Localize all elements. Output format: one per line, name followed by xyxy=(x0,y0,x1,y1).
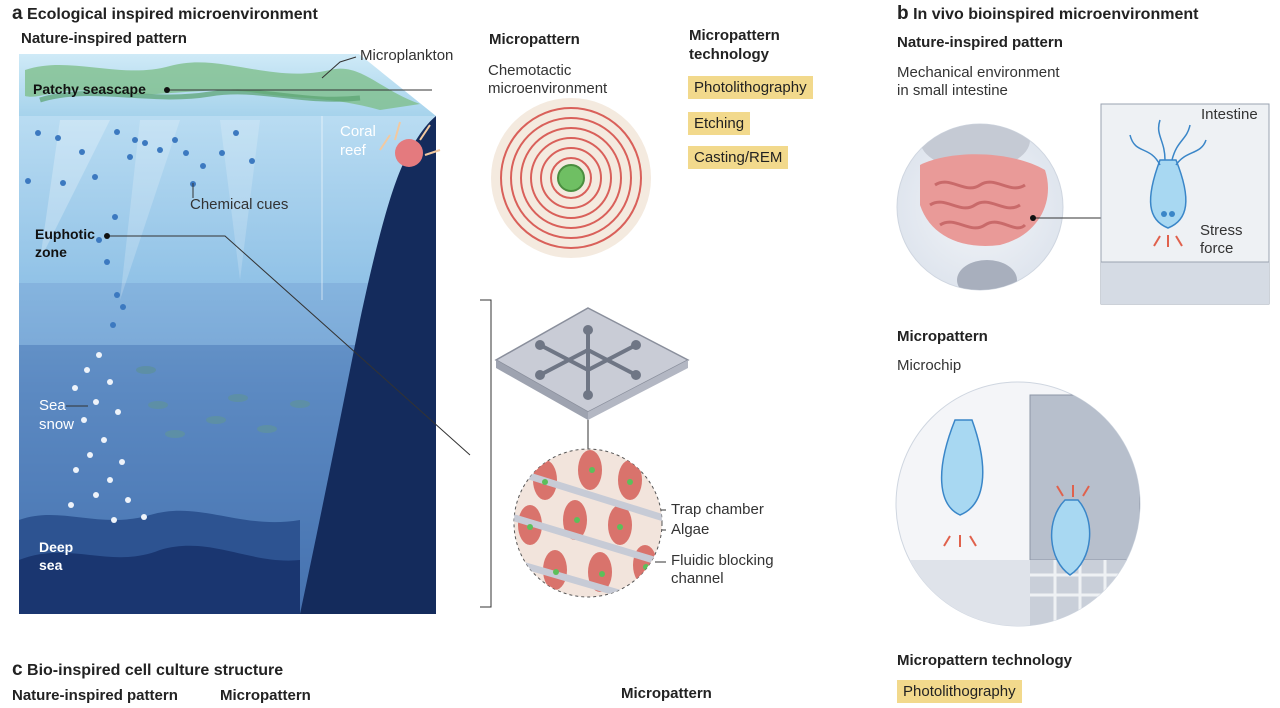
label-coral-reef-1: Coral xyxy=(340,123,376,140)
label-deep-sea-2: sea xyxy=(39,557,63,573)
chemical-cue-dots xyxy=(25,129,255,328)
panel-c-micropattern-heading: Micropattern xyxy=(220,687,311,704)
microfluidic-chip xyxy=(494,307,690,420)
chemotactic-pattern xyxy=(491,98,651,258)
label-coral-reef-2: reef xyxy=(340,142,366,159)
ocean-block xyxy=(19,54,441,614)
panel-a-micropattern-heading: Micropattern xyxy=(489,31,580,48)
label-fluidic-2: channel xyxy=(671,570,724,587)
trap-chamber-view xyxy=(513,448,663,598)
intestine-cell-box xyxy=(1100,103,1270,305)
panel-c-nature-heading: Nature-inspired pattern xyxy=(12,687,178,704)
label-patchy-seascape: Patchy seascape xyxy=(33,81,146,97)
label-stress-2: force xyxy=(1200,240,1234,257)
panel-c-letter: c xyxy=(12,659,23,680)
fish-group xyxy=(136,366,310,438)
label-mech-env-2: in small intestine xyxy=(897,82,1008,99)
panel-b-tech-tag-photolithography: Photolithography xyxy=(897,680,1022,703)
leader-lines-a xyxy=(66,56,666,608)
label-trap-chamber: Trap chamber xyxy=(671,501,764,518)
label-fluidic-1: Fluidic blocking xyxy=(671,552,774,569)
tech-tag-photolithography: Photolithography xyxy=(688,76,813,99)
panel-c-technology-heading: Micropattern xyxy=(621,685,712,702)
label-stress-1: Stress xyxy=(1200,222,1243,239)
label-sea-snow-2: snow xyxy=(39,416,75,433)
label-microchip: Microchip xyxy=(897,357,962,374)
label-microplankton: Microplankton xyxy=(360,47,454,64)
label-euphotic-1: Euphotic xyxy=(35,226,95,242)
panel-b-nature-heading: Nature-inspired pattern xyxy=(897,34,1063,51)
intestine-illustration xyxy=(896,123,1101,291)
panel-a-technology-heading-line1: Micropattern xyxy=(689,27,780,44)
microchip-illustration xyxy=(895,381,1141,627)
label-sea-snow-1: Sea xyxy=(39,397,66,414)
tech-tag-casting-rem: Casting/REM xyxy=(688,146,789,169)
panel-b-micropattern-heading: Micropattern xyxy=(897,328,988,345)
label-deep-sea-1: Deep xyxy=(39,539,74,555)
panel-b-technology-heading: Micropattern technology xyxy=(897,652,1073,669)
label-chemotactic-1: Chemotactic xyxy=(488,62,572,79)
panel-a-letter: a xyxy=(12,3,23,24)
label-chemical-cues: Chemical cues xyxy=(190,196,289,213)
panel-b-letter: b xyxy=(897,3,909,24)
panel-a-header: a Ecological inspired microenvironment xyxy=(12,3,318,25)
tech-tag-etching: Etching xyxy=(688,112,751,135)
panel-c-title: Bio-inspired cell culture structure xyxy=(27,662,284,679)
panel-a-technology-heading-line2: technology xyxy=(689,46,770,63)
label-intestine: Intestine xyxy=(1201,106,1258,123)
label-euphotic-2: zone xyxy=(35,244,67,260)
panel-c-header: c Bio-inspired cell culture structure xyxy=(12,659,283,681)
label-mech-env-1: Mechanical environment xyxy=(897,64,1060,81)
label-algae: Algae xyxy=(671,521,710,538)
sea-snow-dots xyxy=(68,352,147,523)
label-chemotactic-2: microenvironment xyxy=(488,80,608,97)
panel-b-header: b In vivo bioinspired microenvironment xyxy=(897,3,1198,25)
panel-a-title: Ecological inspired microenvironment xyxy=(27,6,318,23)
panel-b-title: In vivo bioinspired microenvironment xyxy=(913,6,1199,23)
panel-a-nature-heading: Nature-inspired pattern xyxy=(21,30,187,47)
